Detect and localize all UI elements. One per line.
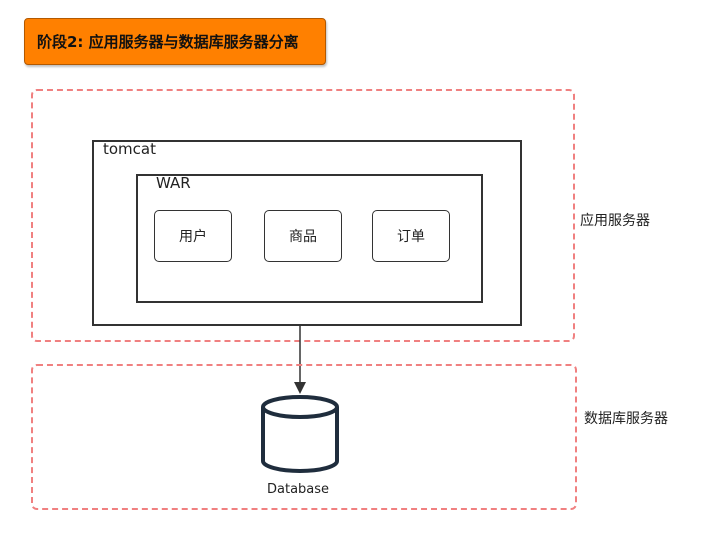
- module-user-label: 用户: [179, 229, 207, 245]
- stage-title: 阶段2: 应用服务器与数据库服务器分离: [24, 18, 326, 65]
- war-label: WAR: [156, 174, 191, 192]
- module-user: 用户: [154, 210, 232, 262]
- db-server-label: 数据库服务器: [584, 411, 668, 427]
- module-product: 商品: [264, 210, 342, 262]
- arrow-down-icon: [294, 326, 306, 394]
- war-package: [136, 174, 483, 303]
- tomcat-container: [92, 140, 522, 326]
- database-icon: [261, 395, 339, 473]
- database-label: Database: [267, 482, 330, 497]
- module-order: 订单: [372, 210, 450, 262]
- module-order-label: 订单: [397, 229, 425, 245]
- app-server-label: 应用服务器: [580, 213, 650, 229]
- module-product-label: 商品: [289, 229, 317, 245]
- tomcat-label: tomcat: [103, 140, 156, 158]
- stage-title-text: 阶段2: 应用服务器与数据库服务器分离: [37, 33, 299, 51]
- db-server-zone: [31, 364, 577, 510]
- app-server-zone: [31, 89, 575, 342]
